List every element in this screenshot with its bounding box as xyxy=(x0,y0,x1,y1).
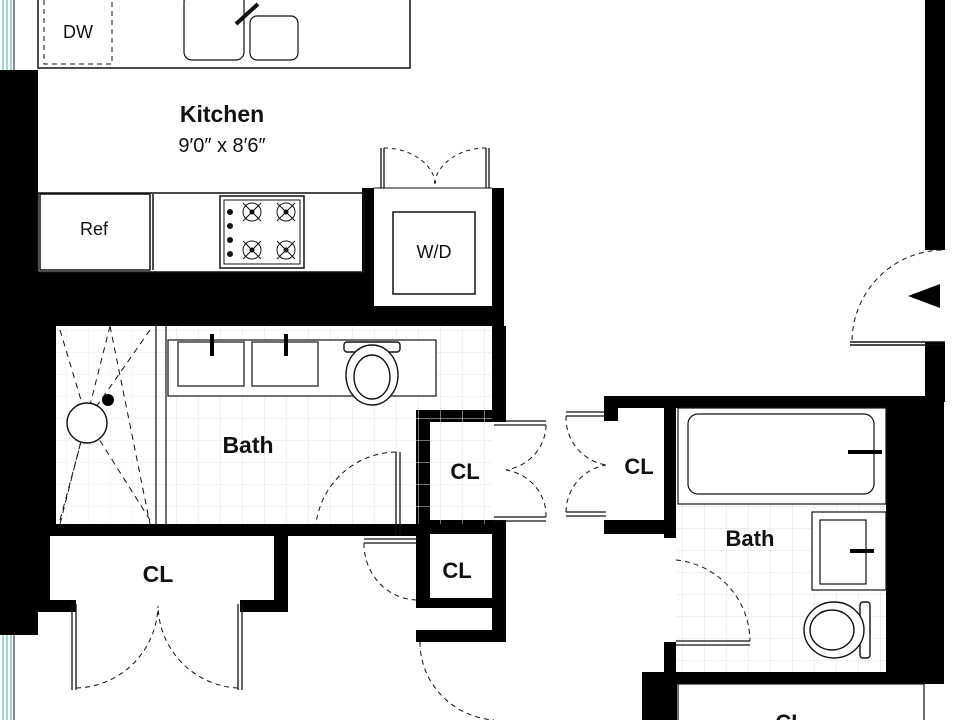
closet-upper-mid-door xyxy=(494,420,547,522)
sink-icon xyxy=(811,511,887,591)
refrigerator-label: Ref xyxy=(80,219,109,239)
closet-lower-mid: CL xyxy=(363,538,495,720)
closet-bottom-right: CL xyxy=(677,683,925,720)
sink-icon xyxy=(183,0,299,61)
entry-arrow-icon xyxy=(908,284,940,308)
closet-upper-right-door xyxy=(565,411,607,517)
washer-dryer xyxy=(392,211,476,295)
washer-dryer-label: W/D xyxy=(417,242,452,262)
closet-lower-mid-door xyxy=(363,538,419,601)
bath-left: Bath xyxy=(56,325,492,536)
bathtub-icon xyxy=(677,407,887,505)
kitchen: DW Kitchen 9′0″ x 8′6″ Ref xyxy=(37,0,411,273)
closet-upper-right: CL xyxy=(565,411,654,517)
closet-upper-mid: CL xyxy=(450,420,547,522)
upper-counter xyxy=(37,0,411,69)
bath-left-name: Bath xyxy=(222,432,273,458)
hall-door-swing xyxy=(419,641,495,720)
kitchen-dimensions: 9′0″ x 8′6″ xyxy=(178,135,265,157)
laundry-closet: W/D xyxy=(374,147,492,295)
closet-left-doors xyxy=(71,604,243,690)
closet-upper-mid-name: CL xyxy=(450,459,479,484)
entry-door xyxy=(850,249,945,346)
shower-icon xyxy=(56,325,167,525)
bath-right-name: Bath xyxy=(726,526,775,551)
stove-icon xyxy=(219,195,305,269)
closet-bottom-right-name: CL xyxy=(775,710,804,720)
bath-left-door xyxy=(315,451,401,536)
dishwasher xyxy=(43,0,113,65)
dishwasher-label: DW xyxy=(63,22,93,42)
kitchen-name: Kitchen xyxy=(180,101,264,127)
toilet-icon xyxy=(803,601,871,659)
closet-upper-right-name: CL xyxy=(624,454,653,479)
toilet-icon xyxy=(343,341,401,406)
windows xyxy=(2,0,12,720)
refrigerator xyxy=(39,193,151,271)
bath-right: Bath xyxy=(675,407,887,672)
closet-left-name: CL xyxy=(143,561,174,587)
bath-right-door xyxy=(675,559,751,646)
lower-counter xyxy=(37,192,365,273)
closet-left: CL xyxy=(71,561,243,690)
closet-lower-mid-name: CL xyxy=(442,558,471,583)
laundry-doors xyxy=(380,147,490,189)
